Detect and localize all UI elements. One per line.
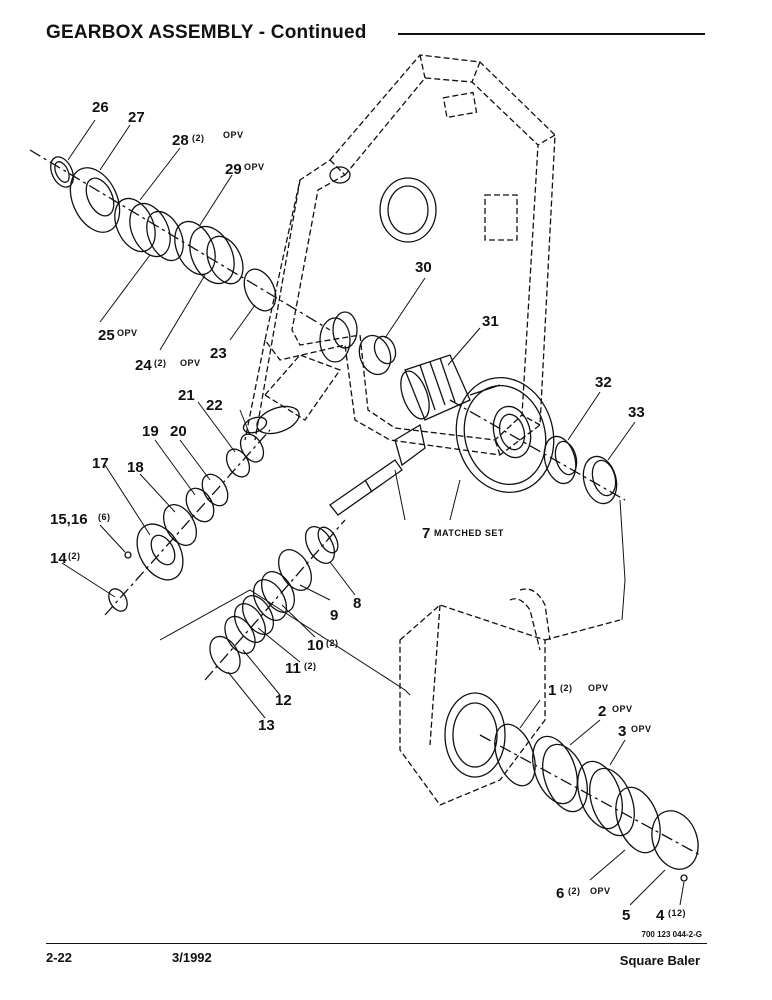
callout-1: 1 [548, 682, 556, 699]
callout-32: 32 [595, 374, 612, 391]
callout-labels: 26 27 28 (2) OPV 29 OPV 25 OPV 24 (2) OP… [50, 99, 686, 924]
callout-11-qty: (2) [304, 661, 317, 671]
callout-7: 7 [422, 525, 430, 542]
title-rule [398, 33, 705, 35]
callout-25-opv: OPV [117, 328, 138, 338]
callout-24: 24 [135, 357, 152, 374]
callout-12: 12 [275, 692, 292, 709]
callout-20: 20 [170, 423, 187, 440]
part-13-ring [209, 635, 241, 675]
publication-date: 3/1992 [172, 950, 212, 965]
callout-8: 8 [353, 595, 361, 612]
gearbox-housing [244, 54, 556, 456]
part-14-seal [108, 588, 128, 612]
callout-26: 26 [92, 99, 109, 116]
part-1-shim [494, 723, 536, 787]
callout-6-qty: (2) [568, 886, 581, 896]
part-26-seal [50, 156, 74, 188]
part-2-shim [532, 735, 578, 805]
part-23-cup [243, 268, 277, 312]
callout-28: 28 [172, 132, 189, 149]
callout-25: 25 [98, 327, 115, 344]
callout-18: 18 [127, 459, 144, 476]
part-22-cup [239, 433, 265, 463]
callout-29-opv: OPV [244, 162, 265, 172]
callout-28-opv: OPV [223, 130, 244, 140]
callout-24-qty: (2) [154, 358, 167, 368]
callout-24-opv: OPV [180, 358, 201, 368]
part-28-shim [114, 197, 156, 253]
part-17-cover [136, 523, 184, 581]
part-3-shim [577, 760, 623, 830]
matched-set-bracket [159, 589, 411, 696]
callout-23: 23 [210, 345, 227, 362]
footer-rule [46, 943, 707, 944]
part-12-shim [224, 615, 256, 655]
page-number: 2-22 [46, 950, 73, 965]
callout-1-opv: OPV [588, 683, 609, 693]
lower-housing-bore [444, 692, 506, 778]
lower-housing [399, 588, 621, 806]
callout-2-opv: OPV [612, 704, 633, 714]
ring-gear [455, 376, 555, 494]
callout-7-matched-set: MATCHED SET [434, 528, 504, 538]
callout-3-opv: OPV [631, 724, 652, 734]
part-5-cover [651, 810, 699, 870]
callout-28-qty: (2) [192, 133, 205, 143]
callout-21: 21 [178, 387, 195, 404]
callout-19: 19 [142, 423, 159, 440]
callout-33: 33 [628, 404, 645, 421]
callout-14-qty: (2) [68, 551, 81, 561]
part-31-gear [400, 354, 501, 421]
callout-6-opv: OPV [590, 886, 611, 896]
housing-bore [379, 177, 437, 243]
callout-3: 3 [618, 723, 626, 740]
callout-31: 31 [482, 313, 499, 330]
callout-11: 11 [285, 660, 301, 677]
leader-lines [61, 119, 685, 906]
callout-17: 17 [92, 455, 109, 472]
part-10-shim [260, 571, 296, 613]
callout-9: 9 [330, 607, 338, 624]
part-32-bearing [543, 435, 577, 485]
callout-27: 27 [128, 109, 145, 126]
part-29-shim [174, 220, 216, 276]
callout-15-16-qty: (6) [98, 512, 111, 522]
part-6-shim [615, 786, 661, 854]
callout-2: 2 [598, 703, 606, 720]
part-21-bearing [225, 448, 251, 478]
callout-30: 30 [415, 259, 432, 276]
part-18-shim [162, 504, 198, 546]
product-name: Square Baler [619, 953, 700, 968]
callout-13: 13 [258, 717, 275, 734]
callout-6: 6 [556, 885, 564, 902]
part-30-bearing [358, 334, 392, 376]
part-number: 700 123 044-2-G [641, 930, 703, 939]
callout-15-16: 15,16 [50, 511, 88, 528]
callout-14: 14 [50, 550, 67, 567]
part-27-cover [69, 167, 121, 233]
part-19-shim [185, 487, 215, 523]
callout-1-qty: (2) [560, 683, 573, 693]
part-11-shim [241, 595, 275, 635]
callout-29: 29 [225, 161, 242, 178]
page-title: GEARBOX ASSEMBLY - Continued [46, 22, 367, 43]
callout-10: 10 [307, 637, 324, 654]
callout-4-qty: (12) [668, 908, 686, 918]
pinion-shaft [329, 423, 426, 516]
callout-4: 4 [656, 907, 665, 924]
callout-5: 5 [622, 907, 630, 924]
callout-22: 22 [206, 397, 223, 414]
callout-10-qty: (2) [326, 638, 339, 648]
